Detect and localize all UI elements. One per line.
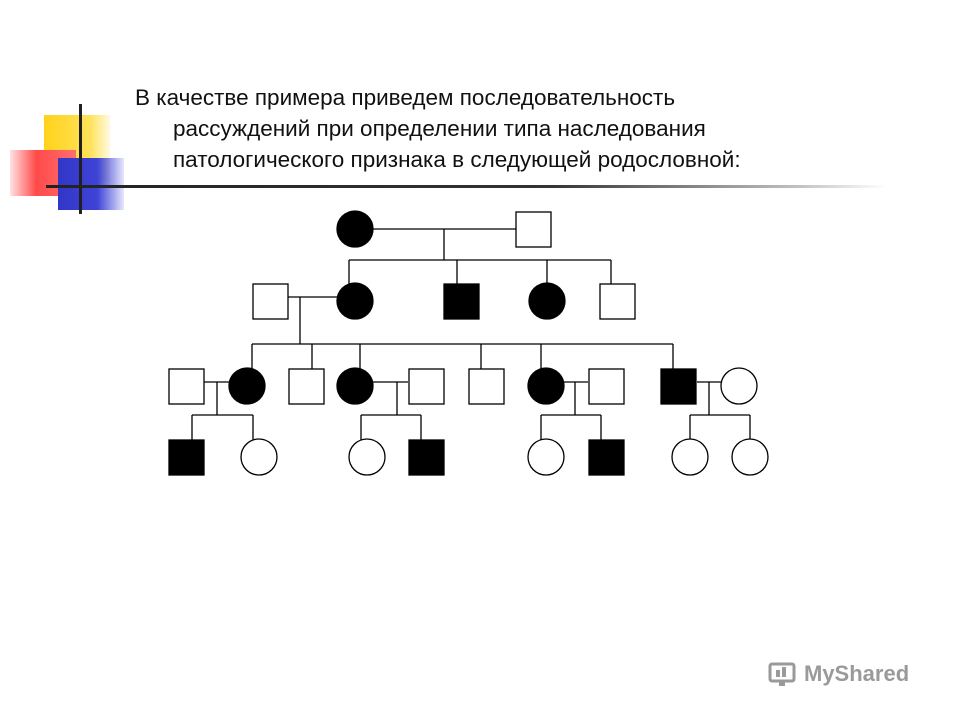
- pedigree-female-unaffected: [731, 438, 769, 476]
- pedigree-female-unaffected: [240, 438, 278, 476]
- myshared-logo-icon: [768, 662, 796, 686]
- pedigree-male-unaffected: [468, 368, 505, 405]
- pedigree-female-unaffected: [527, 438, 565, 476]
- decor-vertical-line: [79, 104, 82, 214]
- pedigree-female-affected: [336, 282, 374, 320]
- intro-line-1: В качестве примера приведем последовател…: [135, 85, 676, 110]
- pedigree-female-affected: [527, 367, 565, 405]
- pedigree-connectors: [191, 228, 751, 440]
- intro-line-3: патологического признака в следующей род…: [173, 147, 741, 172]
- pedigree-male-unaffected: [515, 211, 552, 248]
- pedigree-male-unaffected: [288, 368, 325, 405]
- pedigree-female-unaffected: [671, 438, 709, 476]
- pedigree-male-unaffected: [588, 368, 625, 405]
- intro-text: В качестве примера приведем последовател…: [135, 82, 895, 175]
- pedigree-male-affected: [168, 439, 205, 476]
- pedigree-male-unaffected: [408, 368, 445, 405]
- title-underline: [46, 185, 886, 188]
- pedigree-male-affected: [588, 439, 625, 476]
- pedigree-female-affected: [228, 367, 266, 405]
- decor-blue-square: [58, 158, 124, 210]
- pedigree-female-unaffected: [720, 367, 758, 405]
- pedigree-female-affected: [336, 367, 374, 405]
- pedigree-male-affected: [408, 439, 445, 476]
- pedigree-male-unaffected: [252, 283, 289, 320]
- pedigree-female-unaffected: [348, 438, 386, 476]
- pedigree-female-affected: [336, 210, 374, 248]
- pedigree-male-unaffected: [599, 283, 636, 320]
- watermark-text: MyShared: [804, 661, 910, 686]
- pedigree-female-affected: [528, 282, 566, 320]
- watermark: MyShared: [768, 658, 909, 690]
- pedigree-male-affected: [660, 368, 697, 405]
- pedigree-male-unaffected: [168, 368, 205, 405]
- intro-line-2: рассуждений при определении типа наследо…: [173, 116, 706, 141]
- pedigree-male-affected: [443, 283, 480, 320]
